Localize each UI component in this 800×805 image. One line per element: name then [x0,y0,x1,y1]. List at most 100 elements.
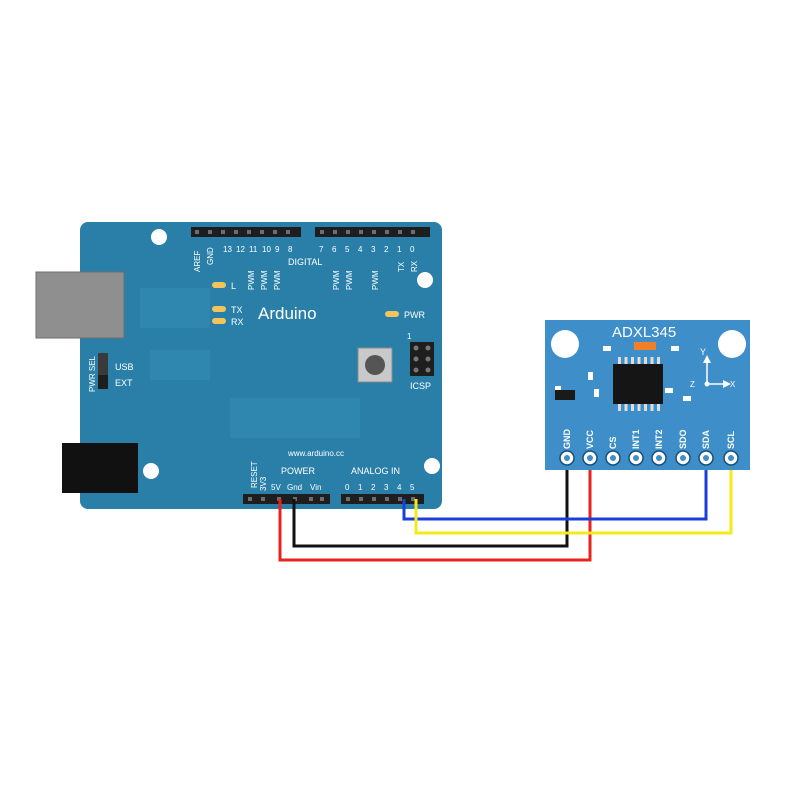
module-pin-center [610,455,616,461]
x-arrow-head [723,380,731,388]
chip-legs [618,357,660,411]
wire-red-5v-vcc [278,461,592,562]
arduino-brand: Arduino [258,304,317,323]
chip-leg [618,357,621,365]
chip-leg [644,403,647,411]
header-pin [411,497,415,501]
header-pin [273,230,277,234]
pin-label-7: 7 [319,245,324,254]
chip-leg [657,357,660,365]
analog-pin-label: 3 [384,483,389,492]
z-axis-label: Z [690,380,695,389]
analog-pin-label: 0 [345,483,350,492]
reset-label: RESET [250,461,259,488]
header-pin [320,497,324,501]
module-pin-center [656,455,662,461]
chip-leg [650,357,654,365]
header-pin [208,230,212,234]
module-pin-label: VCC [585,429,595,449]
pin-label-10: 10 [262,245,271,254]
pin-label-9: 9 [275,245,280,254]
pin-label-6: 6 [332,245,337,254]
led-l-label: L [231,281,236,291]
power-pin-label: Vin [310,483,321,492]
mounting-hole [417,272,433,288]
digital-header-label: DIGITAL [288,257,322,267]
z-axis-dot [704,381,710,387]
module-pin-label: INT1 [631,429,641,449]
mounting-hole [151,229,167,245]
wire-yellow-a5-scl [414,461,733,535]
pin-label-3: 3 [371,245,376,254]
small-component [555,390,575,400]
pin-label: TX [397,261,406,272]
chip-leg [624,357,628,365]
chip-leg [631,357,634,365]
digital-header-left [191,227,301,237]
led-rx-label: RX [231,317,244,327]
analog-pin-label: 4 [397,483,402,492]
analog-pin-label: 1 [358,483,363,492]
wires [278,461,733,562]
pin-label: PWM [260,270,269,290]
pin-label: PWM [371,270,380,290]
pin-label-1: 1 [397,245,402,254]
power-pin-label: 3V3 [259,476,268,491]
icsp-label: ICSP [410,381,431,391]
mounting-hole [424,458,440,474]
module-mounting-hole [718,330,746,358]
chip-leg [650,403,654,411]
board-shade [140,288,210,328]
reset-button-cap[interactable] [365,355,385,375]
chip-leg [624,403,628,411]
pin-label: AREF [193,251,202,272]
usb-label: USB [115,362,134,372]
header-pin [346,230,350,234]
led-pwr [385,311,399,317]
icsp-pin1-label: 1 [407,332,412,341]
orange-component [634,342,656,350]
x-axis-label: X [730,380,736,389]
pin-label: GND [206,247,215,265]
pin-label-4: 4 [358,245,363,254]
module-pin-center [564,455,570,461]
ext-label: EXT [115,378,133,388]
board-shade [150,350,210,380]
analog-label: ANALOG IN [351,466,400,476]
module-pin-center [633,455,639,461]
module-pin-holes [559,450,739,466]
pwr-sel-cap [98,353,108,375]
header-pin [372,230,376,234]
header-pin [359,230,363,234]
module-mounting-hole [551,330,579,358]
chip-leg [618,403,621,411]
header-pin [260,230,264,234]
analog-header-pins [346,497,415,501]
led-pwr-label: PWR [404,310,425,320]
module-pin-center [587,455,593,461]
arduino-url: www.arduino.cc [287,449,344,458]
header-pin [261,497,265,501]
mounting-hole [143,463,159,479]
power-header [243,494,330,504]
header-pin [247,230,251,234]
analog-header [341,494,424,504]
header-pin [248,497,252,501]
y-arrow-head [703,355,711,363]
chip-leg [637,403,641,411]
module-pin-label: SDA [701,429,711,449]
module-pin-label: GND [562,429,572,450]
module-pin-center [703,455,709,461]
led-rx [212,318,226,324]
led-tx [212,306,226,312]
pwr-sel-label: PWR SEL [88,355,97,392]
pin-label-11: 11 [249,245,258,254]
pin-label: RX [410,260,419,272]
header-pin [385,230,389,234]
pin-label-8: 8 [288,245,293,254]
led-l [212,282,226,288]
